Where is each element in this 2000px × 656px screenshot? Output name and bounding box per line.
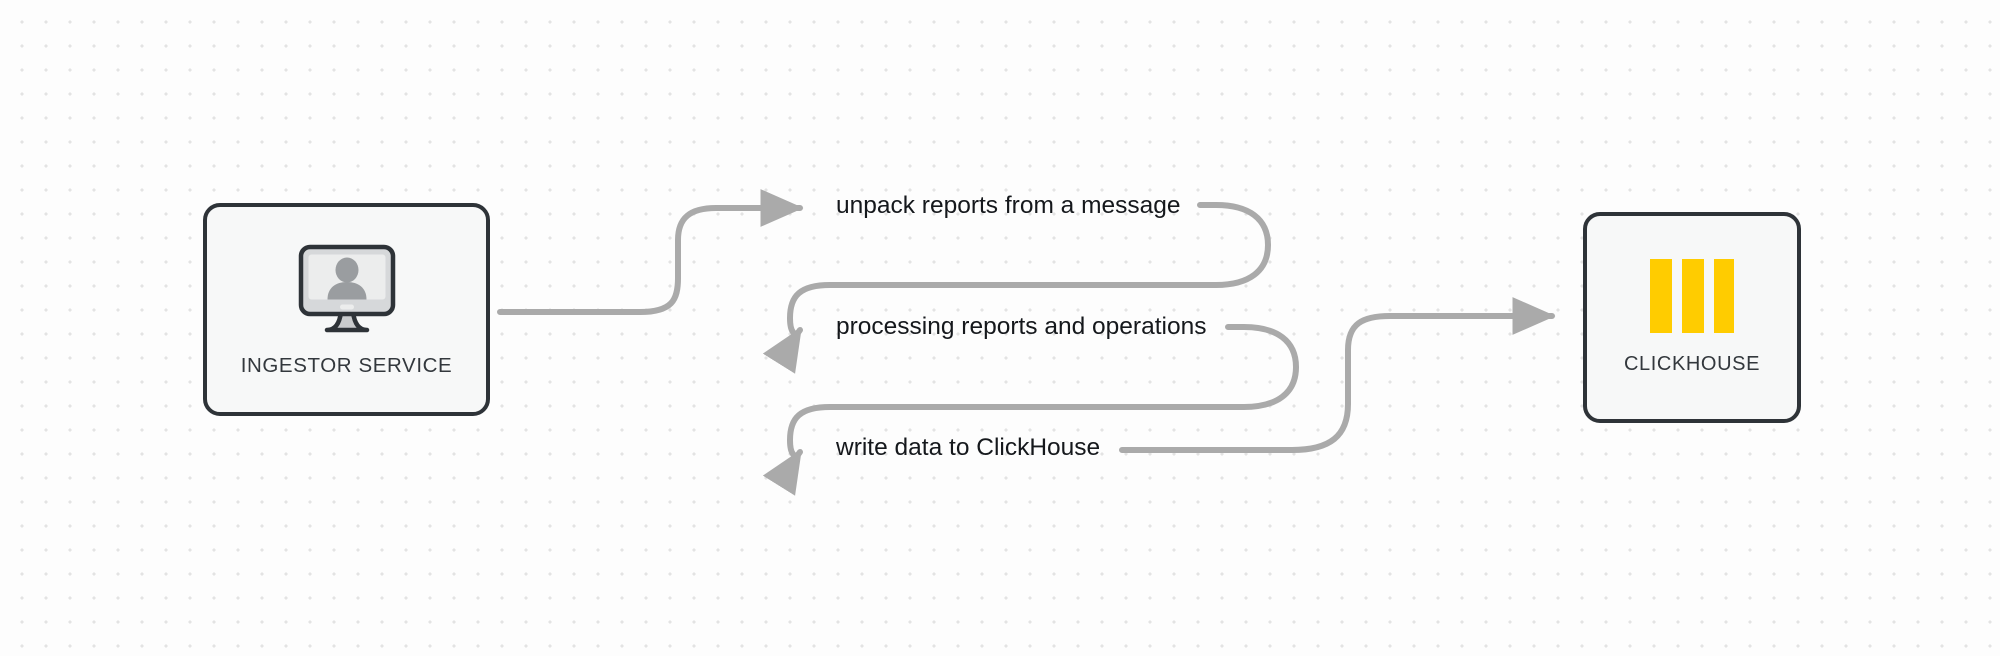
node-clickhouse[interactable]: CLICKHOUSE	[1583, 212, 1801, 423]
node-label-clickhouse: CLICKHOUSE	[1623, 353, 1761, 375]
node-label-ingestor-service: INGESTOR SERVICE	[240, 353, 453, 377]
edge-label-processing-reports: processing reports and operations	[836, 313, 1207, 340]
node-ingestor-service[interactable]: INGESTOR SERVICE	[203, 203, 490, 416]
edge-ingestor-to-unpack	[497, 188, 804, 315]
monitor-user-icon	[295, 242, 399, 338]
edge-label-write-data: write data to ClickHouse	[836, 434, 1101, 461]
clickhouse-bars-icon	[1644, 259, 1740, 333]
edge-label-unpack-reports: unpack reports from a message	[836, 192, 1181, 219]
